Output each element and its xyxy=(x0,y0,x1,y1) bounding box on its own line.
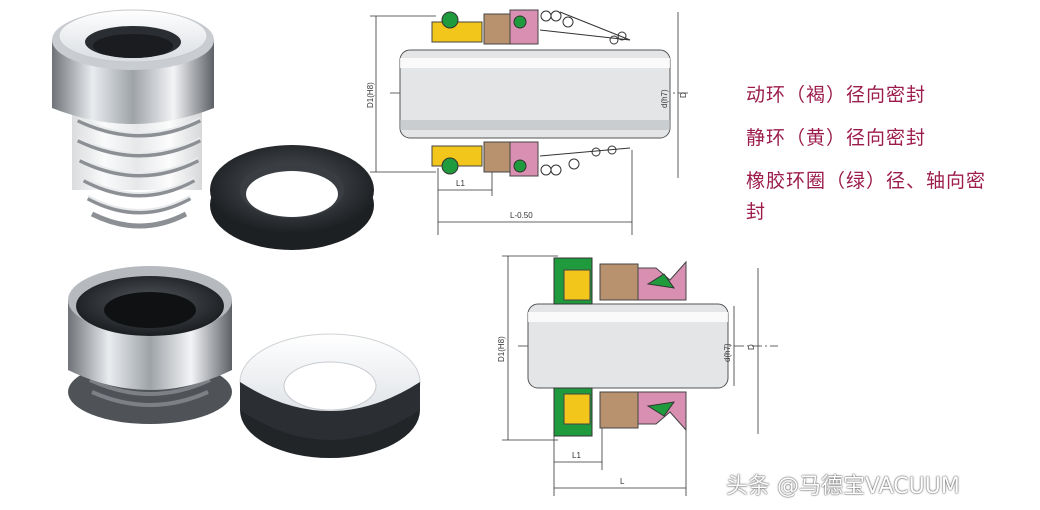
top-D-label: D xyxy=(679,92,688,98)
black-ring-photo xyxy=(210,145,374,250)
label-rubber-ring-line1: 橡胶环圈（绿）径、轴向密 xyxy=(746,170,987,192)
spring-seal-photo xyxy=(52,9,214,229)
bottom-L1-label: L1 xyxy=(572,451,581,460)
top-L-label: L-0.50 xyxy=(510,211,533,220)
top-d1-label: D1(H8) xyxy=(366,82,375,108)
bottom-upper-assembly xyxy=(553,257,687,305)
top-upper-assembly xyxy=(431,9,631,45)
label-rubber-ring-line2: 封 xyxy=(746,201,767,223)
bottom-d1-label: D1(H8) xyxy=(497,336,506,362)
white-black-ring-photo xyxy=(239,333,421,458)
label-dynamic-ring: 动环（褐）径向密封 xyxy=(746,84,927,106)
cup-seal-photo xyxy=(68,266,232,424)
bottom-shaft xyxy=(527,303,729,389)
top-shaft xyxy=(399,49,671,139)
bottom-section-drawing: D1(H8) d(h7) D L1 L xyxy=(497,255,778,496)
top-lower-assembly xyxy=(431,141,631,177)
top-L1-label: L1 xyxy=(456,179,465,188)
bottom-d-label: d(h7) xyxy=(723,343,732,362)
bottom-D-label: D xyxy=(747,344,756,350)
top-section-drawing: D1(H8) d(h7) D L1 L-0.50 xyxy=(366,9,690,235)
label-static-ring: 静环（黄）径向密封 xyxy=(746,127,927,149)
product-photos xyxy=(52,9,421,458)
bottom-L-label: L xyxy=(620,477,625,486)
top-d-label: d(h7) xyxy=(660,89,669,108)
bottom-lower-assembly xyxy=(553,387,687,437)
watermark: 头条 @马德宝VACUUM xyxy=(726,474,960,499)
